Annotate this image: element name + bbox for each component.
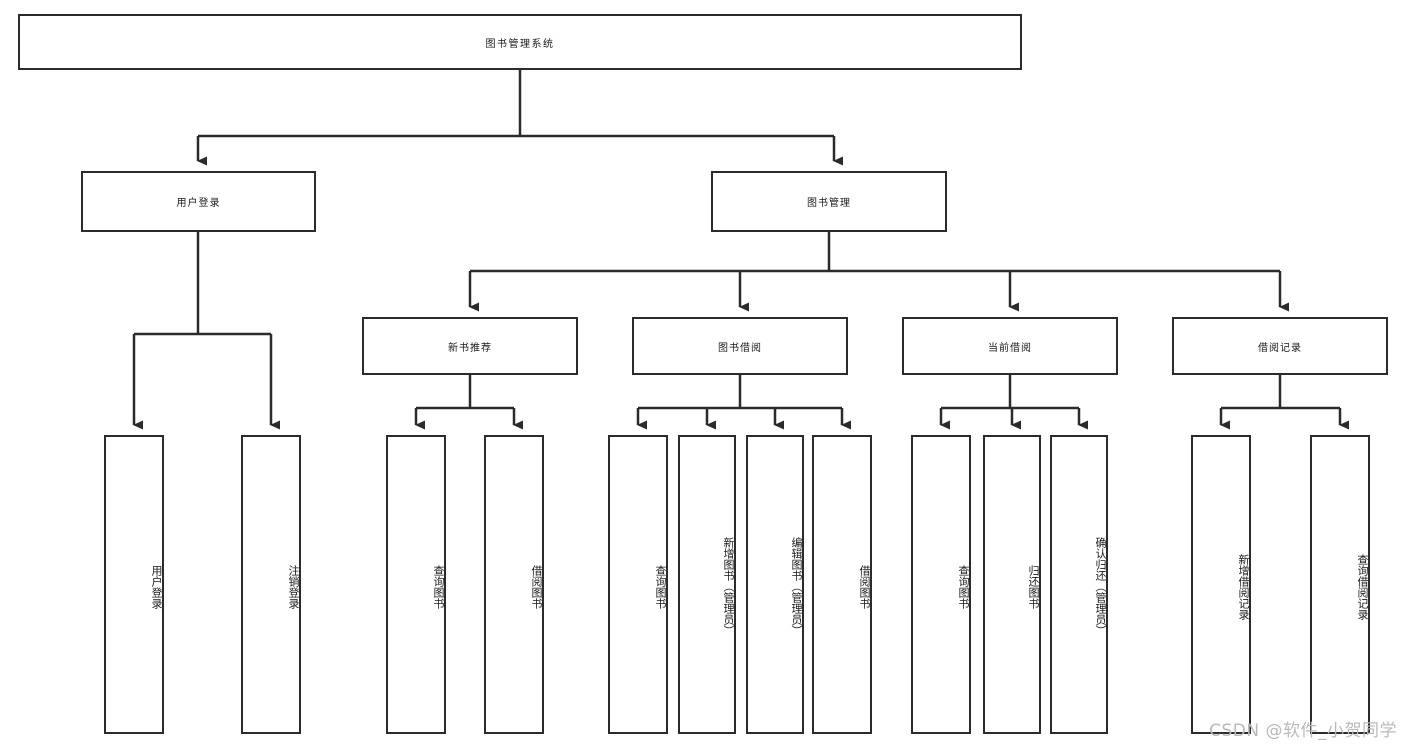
leaf-borrow-book[interactable]: 借阅图书 xyxy=(812,435,872,734)
leaf-add-borrow-record[interactable]: 新增借阅记录 xyxy=(1191,435,1251,734)
leaf-query-book-borrow[interactable]: 查询图书 xyxy=(608,435,668,734)
node-new-book-recommend[interactable]: 新书推荐 xyxy=(362,317,578,375)
node-borrow-records[interactable]: 借阅记录 xyxy=(1172,317,1388,375)
node-current-borrow[interactable]: 当前借阅 xyxy=(902,317,1118,375)
leaf-borrow-book-recommend[interactable]: 借阅图书 xyxy=(484,435,544,734)
leaf-query-book-current[interactable]: 查询图书 xyxy=(911,435,971,734)
node-book-borrow[interactable]: 图书借阅 xyxy=(632,317,848,375)
csdn-watermark: CSDN @软件_小贺同学 xyxy=(1209,721,1397,741)
node-book-management[interactable]: 图书管理 xyxy=(711,171,947,232)
leaf-add-book-admin[interactable]: 新增图书（管理员） xyxy=(678,435,736,734)
leaf-edit-book-admin[interactable]: 编辑图书（管理员） xyxy=(746,435,804,734)
leaf-user-login[interactable]: 用户登录 xyxy=(104,435,164,734)
leaf-return-book[interactable]: 归还图书 xyxy=(983,435,1041,734)
node-user-login[interactable]: 用户登录 xyxy=(81,171,316,232)
leaf-query-borrow-record[interactable]: 查询借阅记录 xyxy=(1310,435,1370,734)
leaf-query-book-recommend[interactable]: 查询图书 xyxy=(386,435,446,734)
leaf-confirm-return-admin[interactable]: 确认归还（管理员） xyxy=(1050,435,1108,734)
node-root-system[interactable]: 图书管理系统 xyxy=(18,14,1022,70)
leaf-logout[interactable]: 注销登录 xyxy=(241,435,301,734)
